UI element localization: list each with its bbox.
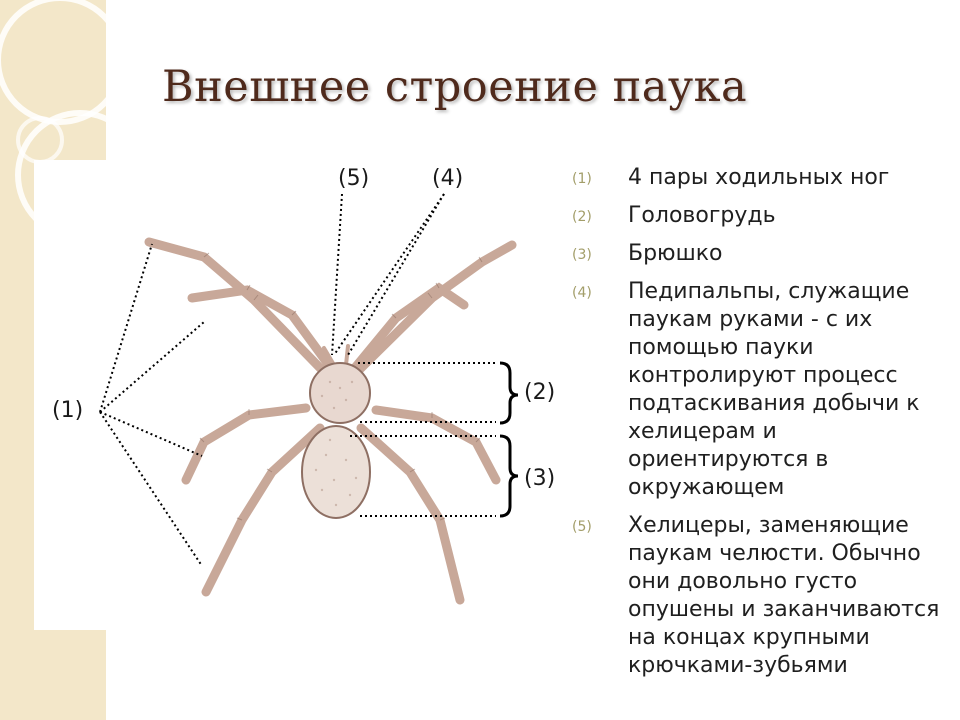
spider-illustration: [99, 193, 519, 605]
list-item: (2) Головогрудь: [572, 202, 952, 230]
list-item: (3) Брюшко: [572, 240, 952, 268]
list-number: (1): [572, 171, 592, 187]
braces: [499, 361, 519, 518]
callout-3: (3): [524, 466, 556, 491]
list-text: Хелицеры, заменяющие паукам челюсти. Обы…: [628, 513, 940, 678]
list-item: (4) Педипальпы, служащие паукам руками -…: [572, 278, 952, 502]
list-number: (5): [572, 519, 592, 535]
list-text: Педипальпы, служащие паукам руками - с и…: [628, 279, 920, 500]
stipple: [314, 380, 358, 507]
legend-list: (1) 4 пары ходильных ног (2) Головогрудь…: [572, 164, 952, 690]
list-number: (2): [572, 209, 592, 225]
list-item: (1) 4 пары ходильных ног: [572, 164, 952, 192]
callout-1: (1): [52, 398, 84, 423]
list-item: (5) Хелицеры, заменяющие паукам челюсти.…: [572, 512, 952, 680]
abdomen: [301, 425, 371, 519]
list-number: (4): [572, 285, 592, 301]
spider-diagram: (5) (4) (1) (2) (3): [34, 160, 574, 630]
leader-lines: [99, 193, 496, 567]
list-text: Брюшко: [628, 241, 723, 266]
callout-4: (4): [432, 166, 464, 191]
list-text: Головогрудь: [628, 203, 776, 228]
list-number: (3): [572, 247, 592, 263]
cephalothorax: [309, 362, 371, 424]
pedipalps: [322, 344, 350, 367]
list-text: 4 пары ходильных ног: [628, 165, 890, 190]
slide-title: Внешнее строение паука: [162, 62, 748, 112]
leg-joints: [199, 252, 483, 521]
callout-2: (2): [524, 380, 556, 405]
callout-5: (5): [338, 166, 370, 191]
spider-legs: [144, 237, 517, 605]
